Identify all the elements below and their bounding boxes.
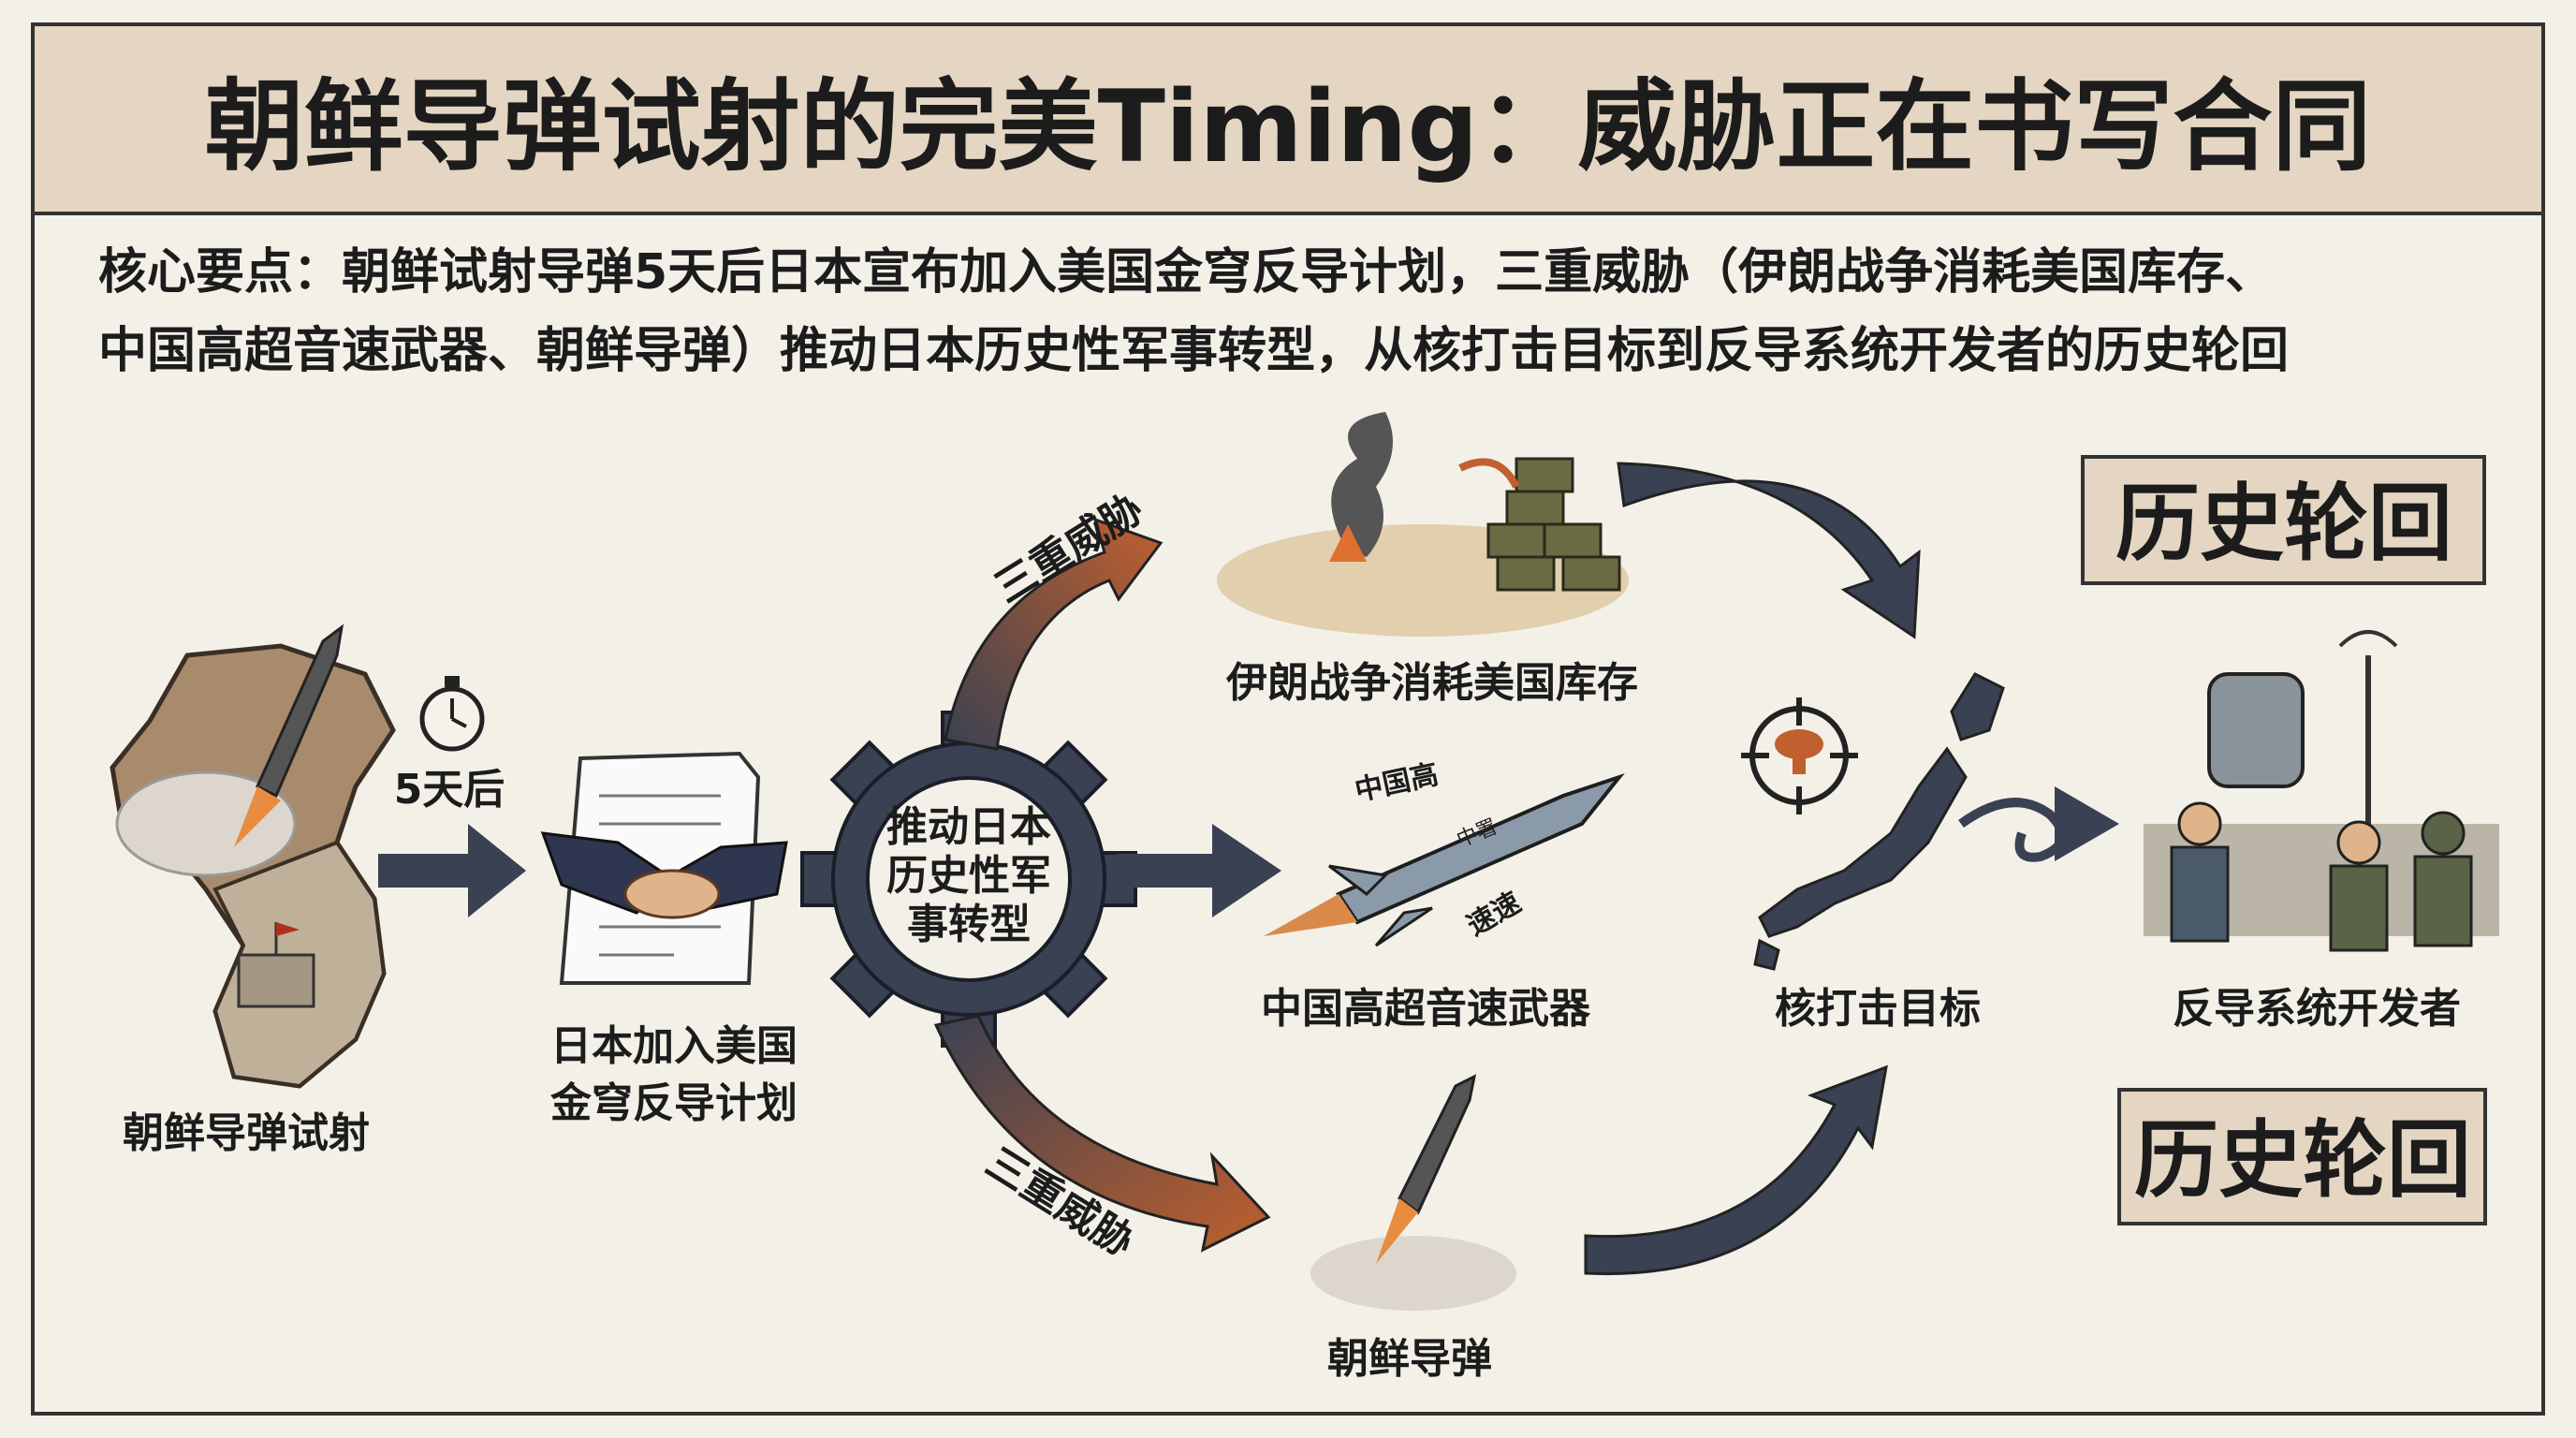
summary-line-1: 核心要点：朝鲜试射导弹5天后日本宣布加入美国金穹反导计划，三重威胁（伊朗战争消耗… — [98, 244, 2274, 301]
label-cycle-bottom: 历史轮回 — [2134, 1111, 2471, 1210]
label-china: 中国高超音速武器 — [1261, 985, 1591, 1033]
label-delay: 5天后 — [394, 766, 505, 814]
spiral-arrow-icon — [1958, 786, 2119, 862]
threat-arrow-down — [933, 1014, 1271, 1253]
hypersonic-missile-illustration: 中署 — [1264, 772, 1625, 947]
summary-line-2: 中国高超音速武器、朝鲜导弹）推动日本历史性军事转型，从核打击目标到反导系统开发者… — [98, 323, 2289, 379]
label-japan-join-line2: 金穹反导计划 — [549, 1079, 798, 1127]
nuclear-target-icon — [1741, 697, 1858, 814]
label-iran: 伊朗战争消耗美国库存 — [1225, 659, 1638, 707]
gear-text-line2: 历史性军 — [886, 852, 1051, 900]
page-title: 朝鲜导弹试射的完美Timing：威胁正在书写合同 — [205, 69, 2372, 184]
threat-arrow-up — [944, 517, 1164, 751]
history-cycle-box-top — [2081, 455, 2486, 585]
japan-map-illustration — [1753, 672, 2005, 971]
stopwatch-icon — [419, 676, 485, 752]
iran-war-illustration — [1217, 412, 1629, 637]
title-band — [31, 22, 2545, 215]
label-nk-missile: 朝鲜导弹 — [1327, 1335, 1492, 1383]
handshake-document-illustration — [540, 751, 788, 985]
korea-map-illustration — [110, 624, 396, 1089]
gear-text-line1: 推动日本 — [886, 803, 1051, 851]
label-nuclear-target: 核打击目标 — [1775, 985, 1981, 1033]
label-cycle-top: 历史轮回 — [2115, 475, 2452, 573]
label-japan-join-line1: 日本加入美国 — [550, 1022, 798, 1070]
arrow-right-icon — [1117, 824, 1281, 917]
nk-missile-illustration — [1310, 1074, 1516, 1311]
arrow-curve-down-icon — [1617, 462, 1921, 639]
history-cycle-box-bottom — [2117, 1088, 2487, 1225]
label-developer: 反导系统开发者 — [2173, 985, 2461, 1033]
label-nk-test: 朝鲜导弹试射 — [123, 1109, 370, 1157]
radar-developers-illustration — [2144, 630, 2499, 952]
arrow-right-icon — [378, 824, 526, 917]
gear-text-line3: 事转型 — [907, 901, 1031, 948]
arrow-curve-up-icon — [1584, 1064, 1888, 1276]
